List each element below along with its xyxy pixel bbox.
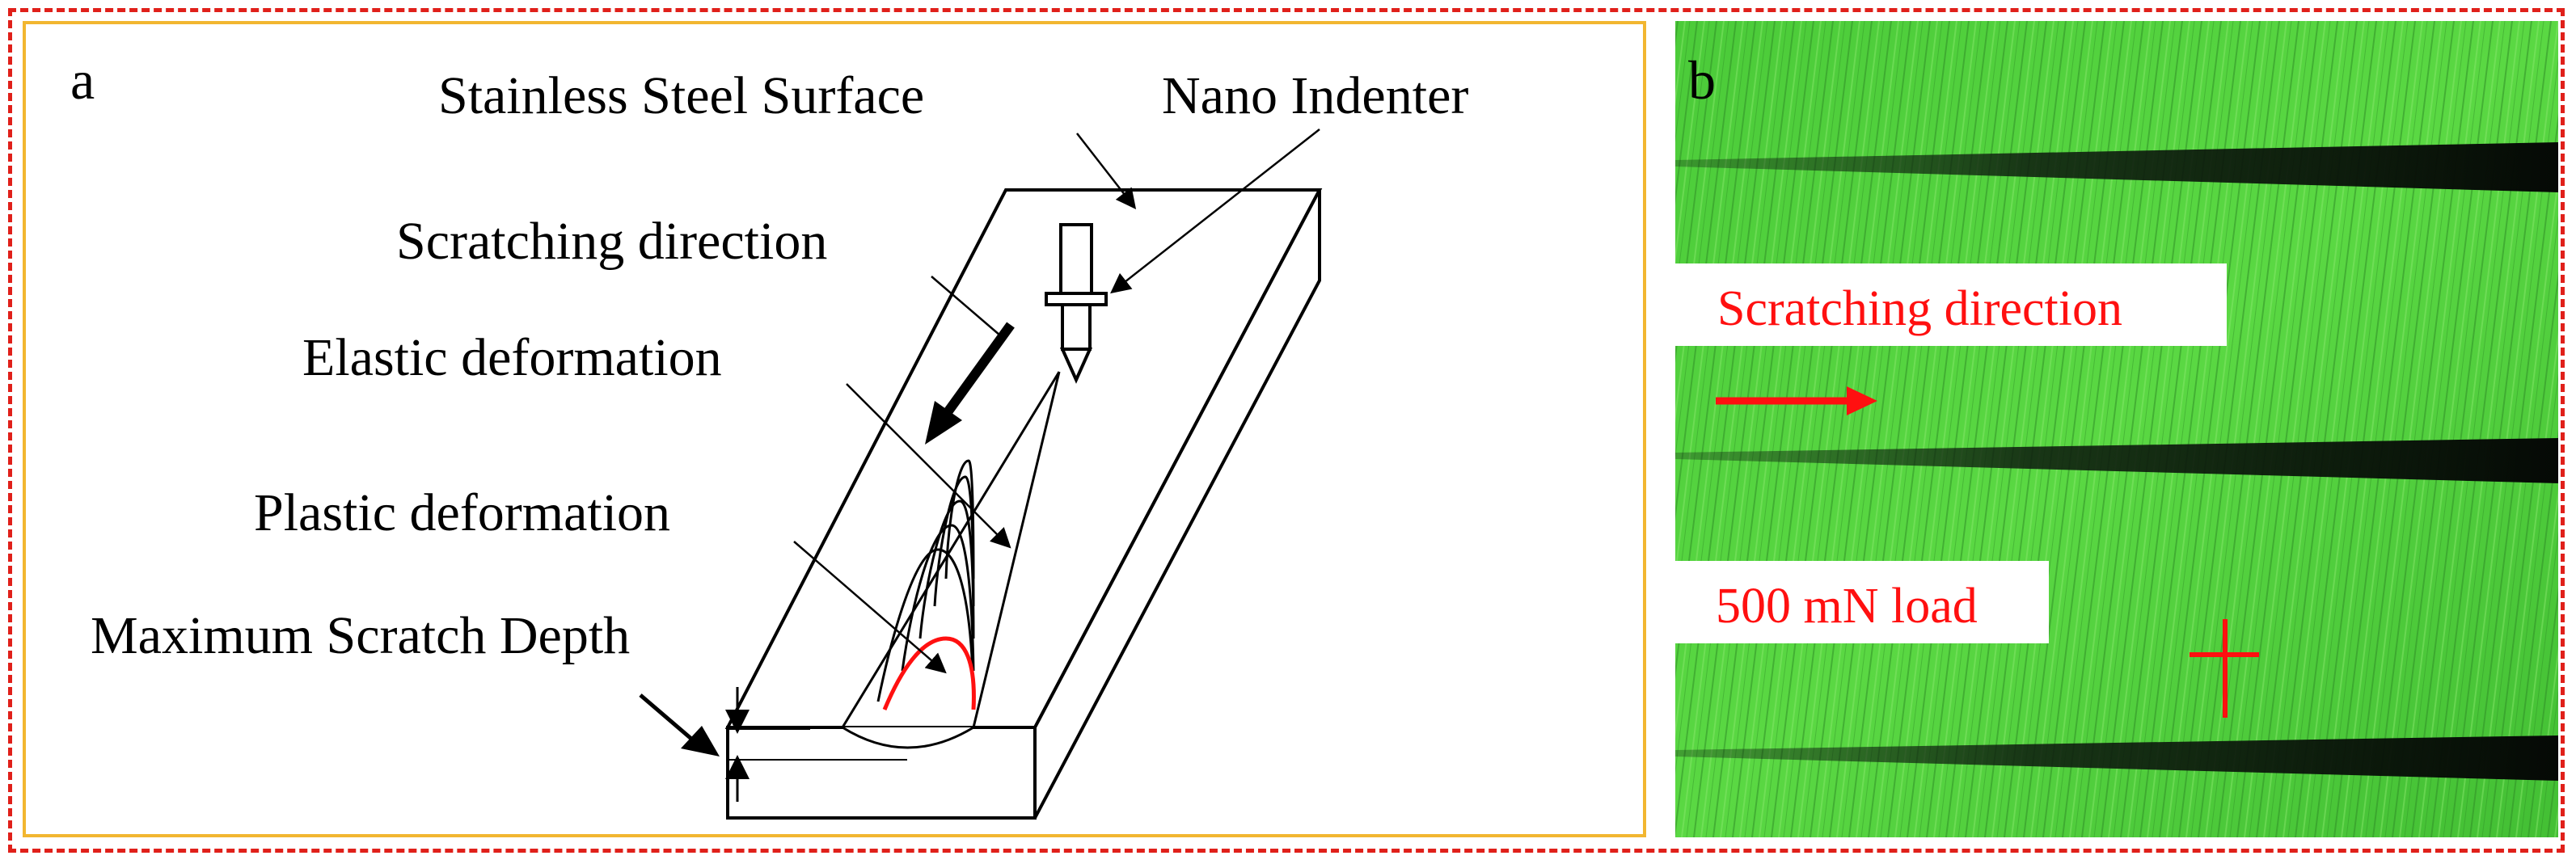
leader-direction [931,276,1001,336]
label-scratching-direction: Scratching direction [396,212,827,271]
plastic-zone-boundary [882,636,976,710]
scratch-direction-arrow [925,322,1015,445]
leader-plastic [793,541,947,674]
machining-marks [1675,21,2558,837]
indenter-shaft [1059,223,1093,295]
scratch-groove [841,371,1061,749]
indenter-collar [1045,292,1108,306]
label-500-mn-load: 500 mN load [1716,579,1978,634]
micrograph-image: b Scratching direction 500 mN load [1675,21,2558,837]
panel-a-schematic: a [23,21,1646,837]
nano-indenter [1045,223,1108,384]
label-plastic-deformation: Plastic deformation [254,483,670,542]
load-label-box [1675,561,2049,643]
label-nano-indenter: Nano Indenter [1162,66,1468,125]
scratch-groove-2 [1675,438,2558,483]
label-maximum-scratch-depth: Maximum Scratch Depth [91,606,630,665]
label-scratching-direction-b: Scratching direction [1717,281,2122,336]
panel-b-letter: b [1688,49,1716,111]
leader-surface [1076,133,1137,209]
scratch-groove-3 [1675,735,2558,781]
direction-label-box [1675,263,2227,346]
panel-b-micrograph: b Scratching direction 500 mN load [1675,21,2558,837]
block-side-face [1033,189,1321,819]
label-stainless-steel-surface: Stainless Steel Surface [438,66,924,125]
label-elastic-deformation: Elastic deformation [302,328,722,387]
indenter-body [1061,303,1092,351]
indent-crosshair [2190,619,2259,718]
indenter-tip [1059,348,1093,384]
steel-block [724,188,1323,820]
figure-frame [8,8,2565,853]
scratch-cross-section [842,726,974,749]
leader-lines [793,129,1320,674]
leader-indenter [1110,129,1320,294]
scratch-diagram: a [70,49,1468,820]
scratch-groove-1 [1675,142,2558,192]
depth-indicator [639,687,907,802]
leader-elastic [846,383,1011,549]
direction-arrow-red [1716,386,1877,415]
panel-a-letter: a [70,49,95,111]
